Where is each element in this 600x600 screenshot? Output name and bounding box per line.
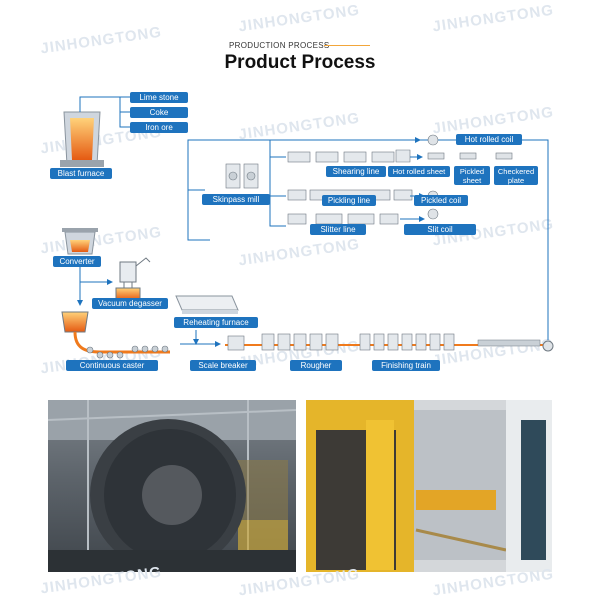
label-finishing-train: Finishing train	[372, 360, 440, 371]
blast-furnace-icon	[60, 111, 104, 167]
caster-rollers	[86, 345, 169, 359]
label-reheating-furnace: Reheating furnace	[174, 317, 258, 328]
header-accent-line	[324, 45, 370, 46]
label-slit-coil: Slit coil	[404, 224, 476, 235]
factory-interior-photo	[306, 400, 552, 572]
label-slitter-line: Slitter line	[310, 224, 366, 235]
steel-coil-photo	[48, 400, 296, 572]
label-pickled-sheet-text: Pickled sheet	[459, 167, 485, 185]
section-subtitle: PRODUCTION PROCESS	[229, 41, 330, 50]
vacuum-degasser-icon	[115, 257, 151, 301]
label-checkered-plate-text: Checkered plate	[497, 167, 535, 185]
mill-stands	[227, 333, 455, 351]
shearing-line-equipment	[287, 149, 411, 163]
skinpass-mill-icon	[225, 163, 259, 189]
downcoiler	[542, 340, 554, 352]
label-pickled-coil: Pickled coil	[414, 195, 468, 206]
label-coke: Coke	[130, 107, 188, 118]
runout-table	[477, 339, 541, 347]
caster-ladle-icon	[61, 311, 89, 333]
label-converter: Converter	[53, 256, 101, 267]
label-pickling-line: Pickling line	[322, 195, 376, 206]
steel-coil-illustration	[48, 400, 296, 572]
label-skinpass-mill: Skinpass mill	[202, 194, 270, 205]
label-shearing-line: Shearing line	[326, 166, 386, 177]
page-title: Product Process	[224, 52, 376, 73]
label-hot-rolled-sheet: Hot rolled sheet	[388, 166, 450, 177]
label-checkered-plate: Checkered plate	[494, 166, 538, 185]
label-pickled-sheet: Pickled sheet	[454, 166, 490, 185]
slitter-line-equipment	[287, 213, 399, 225]
label-iron-ore: Iron ore	[130, 122, 188, 133]
label-blast-furnace: Blast furnace	[50, 168, 112, 179]
label-scale-breaker: Scale breaker	[190, 360, 256, 371]
label-hot-rolled-coil: Hot rolled coil	[456, 134, 522, 145]
process-flow-diagram	[60, 96, 554, 359]
label-lime-stone: Lime stone	[130, 92, 188, 103]
label-continuous-caster: Continuous caster	[66, 360, 158, 371]
factory-interior-illustration	[306, 400, 552, 572]
label-vacuum-degasser: Vacuum degasser	[92, 298, 168, 309]
converter-icon	[62, 228, 98, 255]
main-return-line	[187, 139, 549, 340]
reheating-furnace-icon	[175, 295, 239, 314]
label-rougher: Rougher	[290, 360, 342, 371]
